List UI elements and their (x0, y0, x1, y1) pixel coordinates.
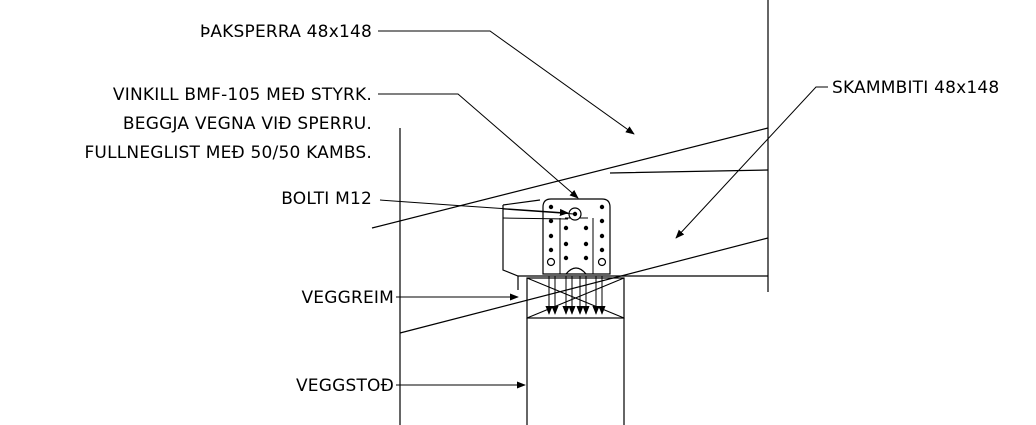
bracket-label-line-1: VINKILL BMF-105 MEÐ STYRK. (113, 85, 372, 105)
bolt-label: BOLTI M12 (281, 189, 372, 209)
stud-label: VEGGSTOÐ (296, 376, 394, 396)
blocking-outline (502, 169, 769, 277)
bolt-shank-lower (502, 217, 569, 220)
bracket-label-line-2: BEGGJA VEGNA VIÐ SPERRU. (123, 114, 372, 134)
rafter-top-line (371, 127, 769, 229)
bracket-label-line-3: FULLNEGLIST MEÐ 50/50 KAMBS. (84, 143, 372, 163)
rafter-bottom-line (399, 237, 769, 334)
blocking-label: SKAMMBITI 48x148 (832, 78, 999, 98)
top-plate-label: VEGGREIM (301, 288, 394, 308)
blocking-leader (675, 86, 828, 239)
bmf-bracket (542, 198, 611, 275)
top-plate (526, 277, 625, 319)
rafter-label: ÞAKSPERRA 48x148 (200, 22, 372, 42)
rafter-leader (378, 30, 635, 135)
nails (545, 276, 606, 315)
bolt-leader (379, 199, 569, 217)
bracket-leader (378, 93, 579, 199)
top-plate-cross-2 (526, 277, 625, 319)
